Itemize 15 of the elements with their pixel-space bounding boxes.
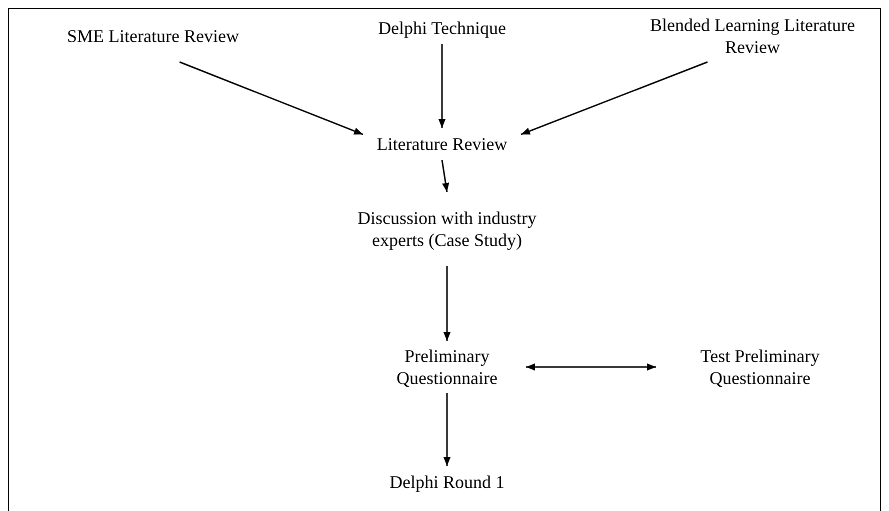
arrow — [443, 266, 451, 341]
arrow — [438, 44, 446, 128]
node-label: Delphi Technique — [378, 17, 506, 39]
arrow — [443, 393, 451, 466]
node-label: Delphi Round 1 — [390, 471, 504, 493]
node-label: Test Preliminary Questionnaire — [699, 345, 821, 389]
arrow — [520, 61, 708, 136]
arrow — [526, 363, 656, 371]
node-label: Discussion with industry experts (Case Study) — [356, 207, 538, 251]
node-label: Preliminary Questionnaire — [396, 345, 498, 389]
arrow — [441, 160, 450, 192]
node-label: SME Literature Review — [67, 25, 239, 47]
arrow — [179, 61, 364, 136]
node-label: Literature Review — [376, 133, 508, 155]
node-label: Blended Learning Literature Review — [649, 14, 856, 58]
